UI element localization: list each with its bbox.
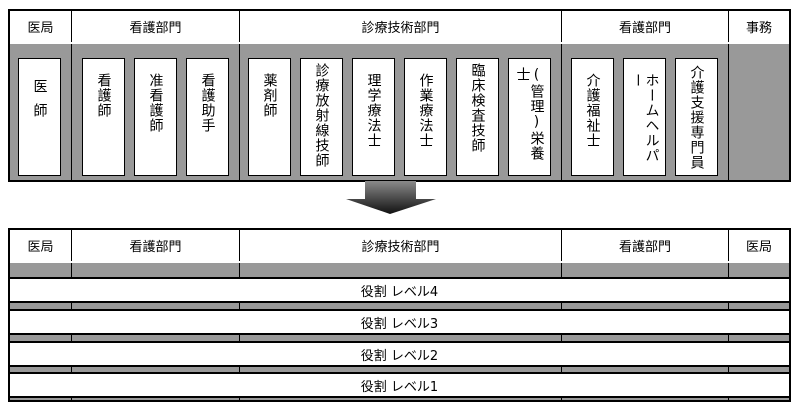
role-label: 看護助手: [199, 73, 216, 133]
role-card-care-worker: 介護福祉士: [571, 58, 614, 176]
role-label: 診療放射線技師: [313, 63, 330, 168]
role-card-occupational-therapist: 作業療法士: [404, 58, 447, 176]
role-label: 医師: [31, 79, 48, 127]
bottom-header-medical-tech: 診療技術部門: [240, 230, 562, 261]
role-label: 准看護師: [147, 73, 164, 133]
divider: [71, 44, 72, 180]
down-arrow-icon: [346, 181, 436, 214]
top-header-ikyoku: 医局: [10, 11, 72, 42]
top-header-nursing: 看護部門: [72, 11, 240, 42]
top-body: 医師 看護師 准看護師 看護助手 薬剤師 診療放射線技師 理学療法士 作業療法士…: [10, 44, 789, 180]
role-label: 作業療法士: [417, 73, 434, 148]
top-header-row: 医局 看護部門 診療技術部門 看護部門 事務: [10, 11, 789, 42]
role-level-1: 役割 レベル1: [10, 372, 789, 398]
role-label: 理学療法士: [365, 73, 382, 148]
role-level-4: 役割 レベル4: [10, 277, 789, 303]
role-card-doctor: 医師: [18, 58, 61, 176]
top-header-medical-tech: 診療技術部門: [240, 11, 562, 42]
divider: [561, 44, 562, 180]
role-label: (管理)栄養士: [514, 67, 545, 161]
bottom-header-nursing: 看護部門: [72, 230, 240, 261]
role-card-home-helper: ホームヘルパー: [623, 58, 666, 176]
bottom-header-ikyoku: 医局: [10, 230, 72, 261]
divider: [728, 44, 729, 180]
role-label: ホームヘルパー: [629, 73, 660, 163]
bottom-body: 役割 レベル4 役割 レベル3 役割 レベル2 役割 レベル1: [10, 263, 789, 400]
role-card-nurse: 看護師: [82, 58, 125, 176]
top-header-nursing-2: 看護部門: [562, 11, 729, 42]
bottom-header-ikyoku-2: 医局: [729, 230, 789, 261]
role-card-care-manager: 介護支援専門員: [675, 58, 718, 176]
role-card-physical-therapist: 理学療法士: [352, 58, 395, 176]
role-level-2: 役割 レベル2: [10, 341, 789, 367]
role-label: 介護支援専門員: [688, 65, 705, 170]
role-card-pharmacist: 薬剤師: [248, 58, 291, 176]
top-header-office: 事務: [729, 11, 789, 42]
role-card-lab-tech: 臨床検査技師: [456, 58, 499, 176]
role-level-3: 役割 レベル3: [10, 309, 789, 335]
role-label: 介護福祉士: [584, 73, 601, 148]
role-label: 看護師: [95, 73, 112, 118]
divider: [239, 44, 240, 180]
top-org-table: 医局 看護部門 診療技術部門 看護部門 事務 医師 看護師 准看護師 看護助手 …: [8, 9, 791, 182]
bottom-header-row: 医局 看護部門 診療技術部門 看護部門 医局: [10, 230, 789, 261]
bottom-level-table: 医局 看護部門 診療技術部門 看護部門 医局 役割 レベル4 役割 レベル3 役…: [8, 228, 791, 402]
role-label: 薬剤師: [261, 73, 278, 118]
role-label: 臨床検査技師: [469, 63, 486, 153]
role-card-radiology-tech: 診療放射線技師: [300, 58, 343, 176]
role-card-dietitian: (管理)栄養士: [508, 58, 551, 176]
role-card-assistant-nurse: 准看護師: [134, 58, 177, 176]
bottom-header-nursing-2: 看護部門: [562, 230, 729, 261]
role-card-nursing-aide: 看護助手: [186, 58, 229, 176]
